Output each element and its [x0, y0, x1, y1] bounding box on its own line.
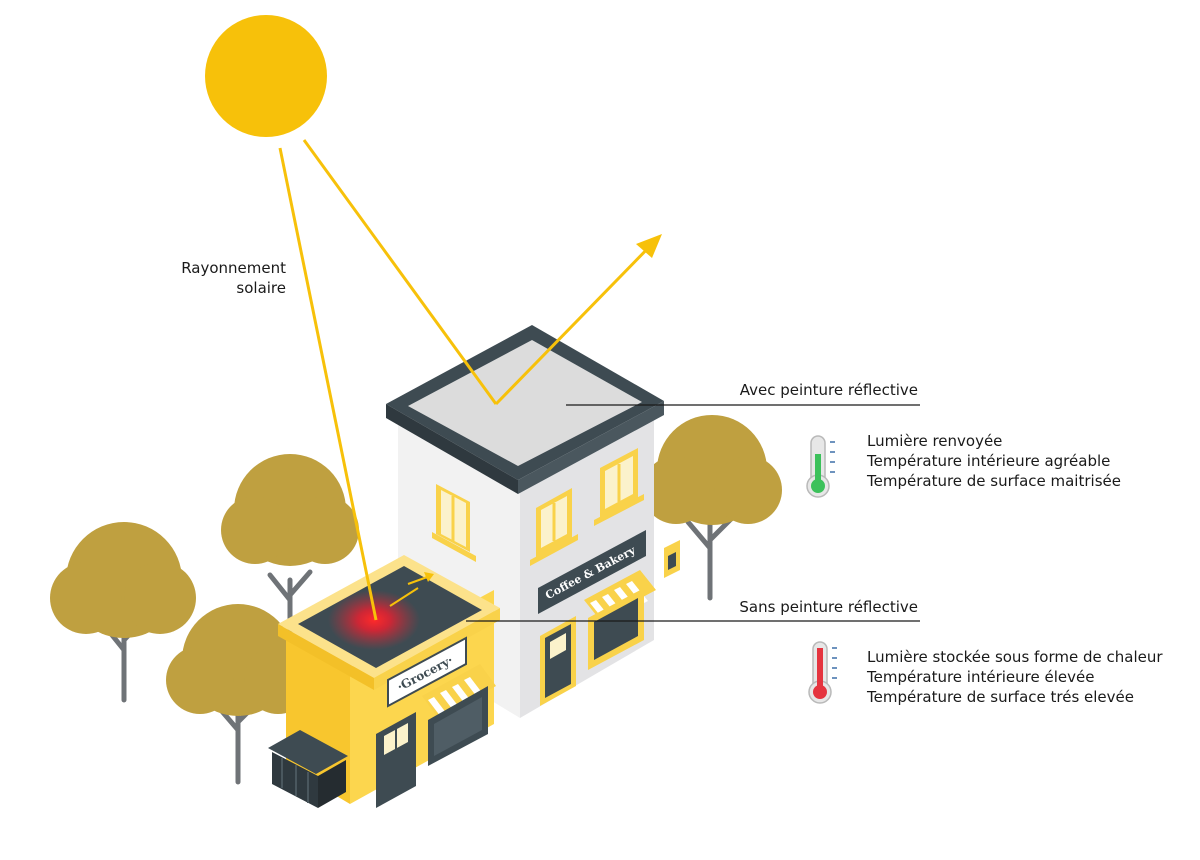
with-paint-info-line: Température intérieure agréable	[867, 452, 1111, 470]
solar-radiation-label-line-1: Rayonnement	[181, 259, 286, 277]
without-paint-label: Sans peinture réflective	[739, 598, 918, 616]
thermometer-hot-icon	[808, 641, 837, 704]
tree-left-front	[50, 522, 196, 703]
solar-ray-absorbed	[278, 147, 378, 621]
with-paint-label: Avec peinture réflective	[739, 381, 918, 399]
tree-left-back	[221, 454, 359, 643]
solar-ray-reflected	[302, 139, 662, 406]
tree-right	[642, 415, 782, 601]
with-paint-info-line: Lumière renvoyée	[867, 432, 1003, 450]
solar-radiation-label: Rayonnement solaire	[181, 258, 286, 298]
without-paint-info-line: Température intérieure élevée	[867, 668, 1095, 686]
without-paint-info-line: Lumière stockée sous forme de chaleur	[867, 648, 1163, 666]
heat-spot	[328, 590, 420, 650]
grocery-building	[278, 555, 500, 808]
thermometer-cool-icon	[806, 435, 835, 498]
without-paint-info-line: Température de surface trés elevée	[867, 688, 1134, 706]
sun	[205, 15, 327, 137]
without-paint-info: Lumière stockée sous forme de chaleur Te…	[867, 647, 1163, 707]
dumpster	[268, 730, 348, 808]
with-paint-info-line: Température de surface maitrisée	[867, 472, 1121, 490]
reflective-roof	[408, 340, 642, 466]
with-paint-info: Lumière renvoyée Température intérieure …	[867, 431, 1121, 491]
heat-reemission-arrow	[389, 572, 434, 607]
solar-radiation-label-line-2: solaire	[236, 279, 286, 297]
